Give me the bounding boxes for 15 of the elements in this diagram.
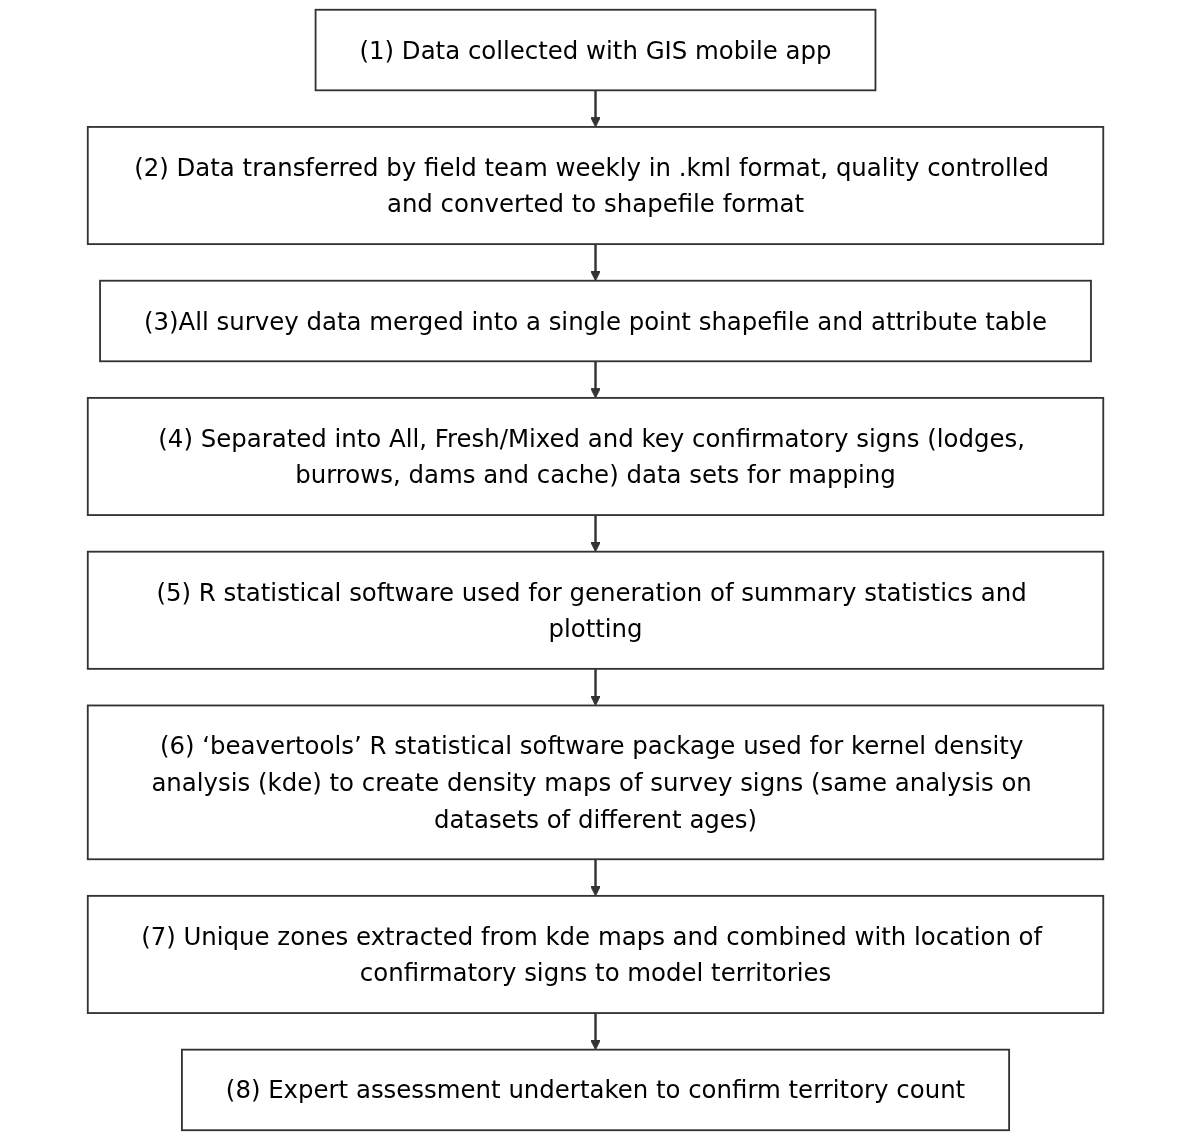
arrow — [590, 90, 602, 128]
node-box: (5) R statistical software used for generation of summary statistics and plotting — [87, 550, 1105, 670]
node-box: (2) Data transferred by field team weekly in .kml format, quality controlled and converted to shapefile format — [87, 126, 1105, 246]
arrow — [590, 668, 602, 706]
arrow — [590, 515, 602, 553]
arrow — [590, 1013, 602, 1051]
node-box: (3)All survey data merged into a single point shapefile and attribute table — [99, 279, 1093, 363]
node-box: (4) Separated into All, Fresh/Mixed and key confirmatory signs (lodges, burrows, dams and cache) data sets for mapping — [87, 397, 1105, 516]
node-box: (6) ‘beavertools’ R statistical software package used for kernel density analysis (kde) to create density maps of survey signs (same analysis on datasets of different ages) — [87, 704, 1105, 861]
node-box: (7) Unique zones extracted from kde maps and combined with location of confirmatory signs to model territories — [87, 894, 1105, 1014]
arrow — [590, 244, 602, 282]
node-box: (8) Expert assessment undertaken to confirm territory count — [181, 1048, 1011, 1132]
arrow — [590, 859, 602, 897]
arrow — [590, 361, 602, 399]
node-box: (1) Data collected with GIS mobile app — [315, 8, 877, 92]
